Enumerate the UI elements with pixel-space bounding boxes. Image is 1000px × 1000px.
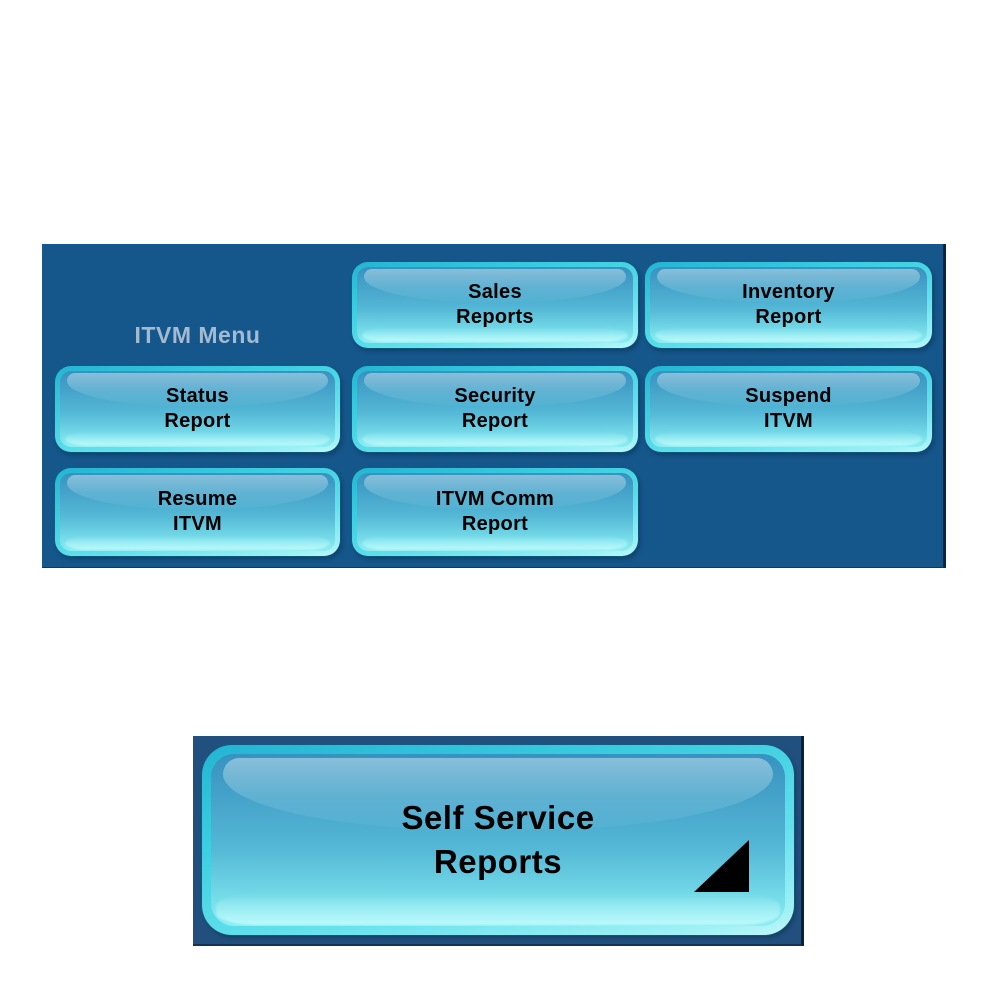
button-face: Resume ITVM — [60, 473, 335, 551]
button-face: Suspend ITVM — [650, 371, 927, 447]
panel-title: ITVM Menu — [134, 322, 261, 348]
button-label-line1: Suspend — [745, 385, 832, 407]
button-label-line2: Report — [164, 410, 231, 432]
self-service-reports-button[interactable]: Self Service Reports — [202, 745, 794, 935]
button-label-line2: Report — [461, 410, 529, 432]
button-face: Status Report — [60, 371, 335, 447]
button-label-line1: Security — [454, 385, 536, 407]
button-label-line1: Inventory — [742, 281, 835, 303]
button-face: Sales Reports — [357, 267, 633, 343]
button-label-line1: Status — [166, 385, 229, 407]
button-label-line1: Sales — [468, 281, 522, 303]
button-label-line1: Resume — [157, 488, 238, 510]
self-service-strip: Self Service Reports — [193, 736, 804, 946]
button-face: Inventory Report — [650, 267, 927, 343]
button-face: Security Report — [357, 371, 633, 447]
resume-itvm-button[interactable]: Resume ITVM — [55, 468, 340, 556]
inventory-report-button[interactable]: Inventory Report — [645, 262, 932, 348]
button-label-line1: ITVM Comm — [435, 488, 555, 510]
itvm-menu-panel: ITVM Menu Sales Reports Inventory Report… — [42, 244, 946, 568]
suspend-itvm-button[interactable]: Suspend ITVM — [645, 366, 932, 452]
button-face: ITVM Comm Report — [357, 473, 633, 551]
status-report-button[interactable]: Status Report — [55, 366, 340, 452]
sales-reports-button[interactable]: Sales Reports — [352, 262, 638, 348]
button-label-line2: Reports — [433, 843, 563, 880]
button-label-line2: ITVM — [764, 410, 813, 432]
button-label-line2: Reports — [456, 306, 534, 328]
security-report-button[interactable]: Security Report — [352, 366, 638, 452]
button-label-line1: Self Service — [401, 799, 595, 836]
itvm-comm-report-button[interactable]: ITVM Comm Report — [352, 468, 638, 556]
button-label-line2: Report — [461, 513, 529, 535]
corner-triangle-icon — [694, 840, 749, 892]
button-label-line2: ITVM — [173, 513, 222, 535]
button-face: Self Service Reports — [211, 754, 785, 926]
button-label-line2: Report — [755, 306, 822, 328]
